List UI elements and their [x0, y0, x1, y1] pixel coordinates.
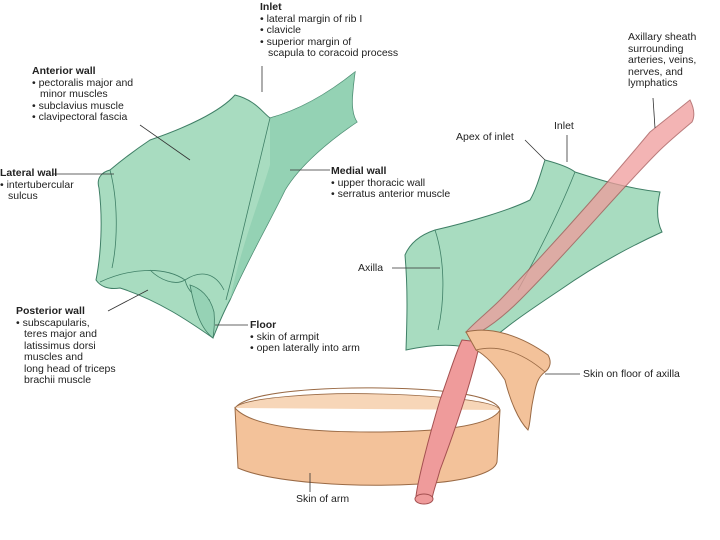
sheath-line-2: surrounding [628, 42, 684, 55]
posterior-item-3: latissimus dorsi [24, 339, 96, 352]
axillary-sheath [414, 99, 695, 505]
label-apex-of-inlet: Apex of inlet [456, 131, 514, 143]
posterior-item-4: muscles and [24, 351, 83, 363]
lateral-title: Lateral wall [0, 167, 58, 179]
label-floor: Floor • skin of armpit • open laterally … [250, 319, 360, 355]
label-skin-floor-of-axilla: Skin on floor of axilla [583, 368, 680, 380]
label-inlet-right: Inlet [554, 120, 574, 132]
label-posterior-wall: Posterior wall • subscapularis, teres ma… [16, 305, 116, 387]
sheath-upper [464, 99, 695, 333]
skin-floor-shape [465, 329, 551, 431]
skin-floor-fold [475, 347, 546, 373]
left-pyramid-shading [230, 72, 357, 300]
leader-sheath [652, 97, 656, 129]
leader-anterior [139, 124, 191, 161]
floor-item-2: • open laterally into arm [250, 342, 360, 354]
left-axilla-pyramid [95, 70, 358, 339]
sheath-end [414, 493, 434, 505]
label-lateral-wall: Lateral wall • intertubercular sulcus [0, 167, 74, 203]
posterior-item-6: brachii muscle [24, 374, 92, 386]
label-inlet-left: Inlet • lateral margin of rib I • clavic… [260, 1, 399, 60]
left-lateral-ridge [109, 169, 117, 269]
label-axillary-sheath: Axillary sheath surrounding arteries, ve… [628, 31, 697, 90]
label-skin-of-arm: Skin of arm [296, 493, 350, 505]
sheath-line-1: Axillary sheath [628, 31, 697, 43]
posterior-item-2: teres major and [24, 328, 97, 340]
sheath-line-5: lymphatics [628, 77, 678, 89]
label-anterior-wall: Anterior wall • pectoralis major and min… [32, 65, 134, 124]
label-axilla: Axilla [358, 262, 384, 274]
anterior-item-4: • clavipectoral fascia [32, 111, 128, 123]
inlet-item-3: • superior margin of [260, 35, 352, 48]
medial-title: Medial wall [331, 165, 387, 177]
inlet-item-1: • lateral margin of rib I [260, 12, 363, 25]
skin-floor-of-axilla [465, 329, 551, 431]
left-medial-ridge [225, 117, 271, 301]
arm-ring-back-wall [234, 387, 501, 411]
medial-item-1: • upper thoracic wall [331, 176, 426, 189]
arm-ring-top-rim [234, 393, 501, 411]
leader-posterior [107, 289, 149, 312]
leader-apex [524, 139, 546, 161]
lateral-item-1: • intertubercular [0, 178, 74, 191]
inlet-title: Inlet [260, 1, 282, 13]
posterior-item-5: long head of triceps [24, 362, 116, 375]
floor-title: Floor [250, 319, 277, 331]
anterior-item-2: minor muscles [40, 88, 108, 100]
left-floor-tongue [189, 284, 215, 339]
anterior-item-1: • pectoralis major and [32, 76, 134, 89]
arm-ring-band [234, 406, 501, 486]
posterior-item-1: • subscapularis, [16, 316, 90, 329]
inlet-item-2: • clavicle [260, 24, 302, 36]
anterior-title: Anterior wall [32, 65, 96, 77]
sheath-line-3: arteries, veins, [628, 54, 697, 66]
floor-item-1: • skin of armpit [250, 330, 320, 343]
medial-item-2: • serratus anterior muscle [331, 188, 451, 200]
label-medial-wall: Medial wall • upper thoracic wall • serr… [331, 165, 451, 201]
sheath-line-4: nerves, and [628, 65, 683, 78]
inlet-item-4: scapula to coracoid process [268, 47, 399, 59]
anterior-item-3: • subclavius muscle [32, 99, 124, 112]
lateral-item-2: sulcus [8, 190, 38, 202]
leader-lines [52, 66, 656, 492]
posterior-title: Posterior wall [16, 305, 85, 317]
